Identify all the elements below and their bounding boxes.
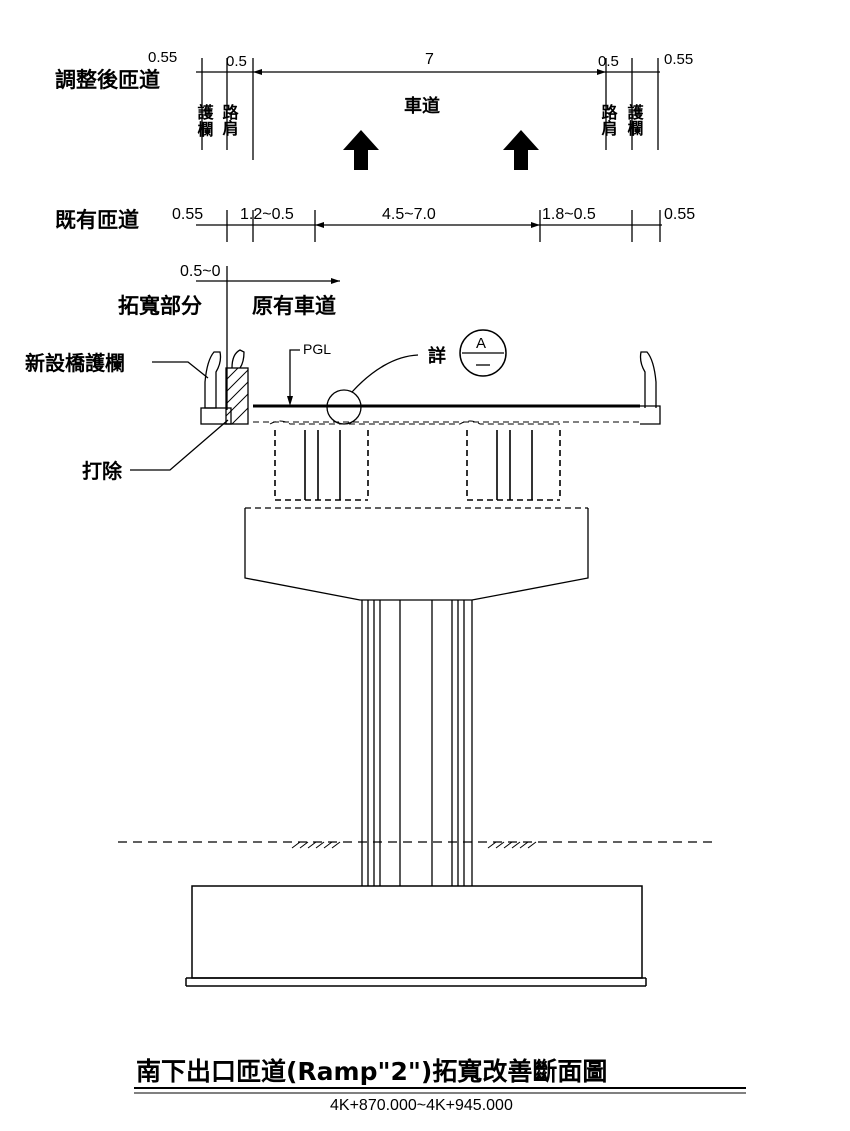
dim-existing-0: 0.55 [172,206,203,223]
left-shoulder-text: 路肩 [220,103,239,137]
right-shoulder-text: 路肩 [599,103,618,137]
dim-existing-2: 4.5~7.0 [382,206,436,223]
pier-column [361,600,473,886]
adjusted-ramp-dimensions: 調整後匝道 0.55 0.5 7 0.5 0.55 護欄 路肩 車道 路肩 護欄 [55,49,693,170]
dim-top-0: 0.55 [148,49,177,66]
demolish-label: 打除 [82,459,123,483]
title-station: 4K+870.000~4K+945.000 [330,1097,513,1114]
bridge-deck [200,349,661,425]
carriageway-label: 車道 [404,95,440,117]
new-barrier-label: 新設橋護欄 [25,351,125,375]
widened-section-label: 拓寬部分 [118,294,202,318]
dim-top-3: 0.5 [598,53,619,70]
detail-a-marker: A [459,329,507,377]
adjusted-ramp-label: 調整後匝道 [55,68,160,92]
dim-top-1: 0.5 [226,53,247,70]
widening-dim: 0.5~0 [180,263,221,280]
traffic-direction-arrow-icon [343,130,379,170]
existing-ramp-dimensions: 既有匝道 0.55 1.2~0.5 4.5~7.0 1.8~0.5 0.55 [55,206,695,242]
ground-line [118,841,718,849]
pier-cap [244,507,589,601]
detail-label: 詳 [428,345,446,367]
title-main: 南下出口匝道(Ramp"2")拓寬改善斷面圖 [136,1057,607,1086]
dim-existing-3: 1.8~0.5 [542,206,596,223]
left-barrier-text: 護欄 [195,103,214,138]
traffic-direction-arrow-icon [503,130,539,170]
dim-top-4: 0.55 [664,51,693,68]
dim-existing-1: 1.2~0.5 [240,206,294,223]
dim-existing-4: 0.55 [664,206,695,223]
detail-a-ref: A [476,335,486,352]
widening-dimension: 0.5~0 拓寬部分 原有車道 [118,263,340,410]
existing-ramp-label: 既有匝道 [55,208,139,232]
dim-top-2: 7 [425,51,434,68]
right-barrier-text: 護欄 [625,103,644,137]
footing [185,885,647,987]
drawing-title: 南下出口匝道(Ramp"2")拓寬改善斷面圖 4K+870.000~4K+945… [134,1057,746,1114]
callouts: 新設橋護欄 PGL 詳 A 打除 [25,329,507,483]
girders [269,420,561,501]
pgl-label: PGL [303,341,331,357]
original-lane-label: 原有車道 [252,294,336,318]
